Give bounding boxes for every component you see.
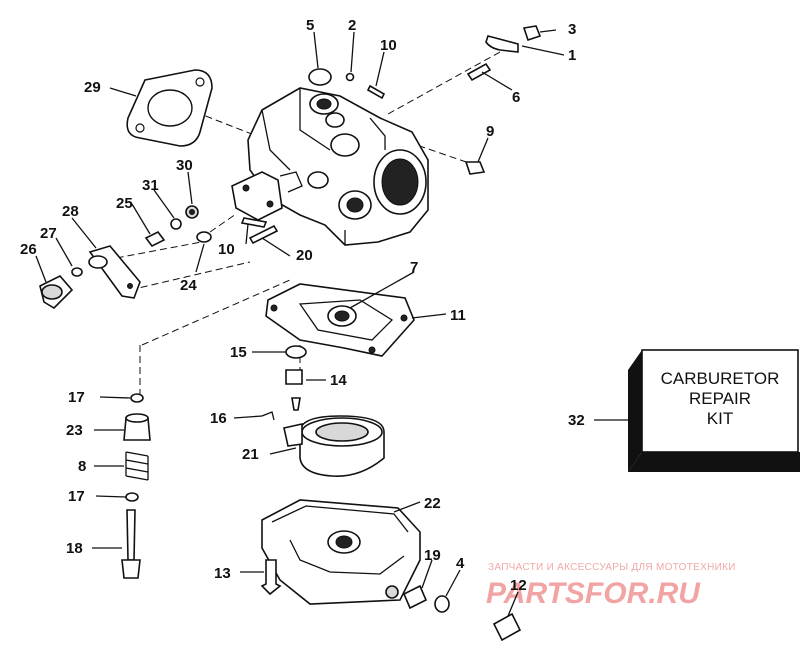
kit-title-line-1: CARBURETOR bbox=[661, 369, 780, 388]
callout-2: 2 bbox=[348, 17, 356, 34]
callout-31: 31 bbox=[142, 177, 159, 194]
callout-28: 28 bbox=[62, 203, 79, 220]
throttle-plate-part bbox=[231, 171, 303, 221]
bowl-gasket-part-11 bbox=[265, 283, 415, 357]
callout-10-lower: 10 bbox=[218, 241, 235, 258]
screw-part-20 bbox=[248, 224, 279, 245]
kit-title-line-3: KIT bbox=[707, 409, 733, 428]
float-part-21 bbox=[283, 415, 385, 477]
watermark: ЗАПЧАСТИ И АКСЕССУАРЫ ДЛЯ МОТОТЕХНИКИ PA… bbox=[486, 562, 736, 610]
adjust-needle-part-18 bbox=[121, 509, 141, 579]
bracket-part-1 bbox=[485, 35, 519, 53]
callout-29: 29 bbox=[84, 79, 101, 96]
callout-7: 7 bbox=[410, 259, 418, 276]
callout-8: 8 bbox=[78, 458, 86, 475]
screw-part-19 bbox=[402, 584, 428, 610]
knob-part-26 bbox=[39, 275, 74, 310]
packing-nut-part-23 bbox=[123, 413, 151, 441]
washer-part-17-top bbox=[130, 393, 144, 403]
callout-27: 27 bbox=[40, 225, 57, 242]
callout-20: 20 bbox=[296, 247, 313, 264]
callout-19: 19 bbox=[424, 547, 441, 564]
callout-11: 11 bbox=[450, 307, 466, 324]
callout-32: 32 bbox=[568, 412, 585, 429]
leader-lines bbox=[35, 29, 628, 617]
ball-part-2 bbox=[345, 72, 355, 82]
spring-part-30 bbox=[185, 205, 199, 219]
callout-22: 22 bbox=[424, 495, 441, 512]
callout-15: 15 bbox=[230, 344, 247, 361]
lever-part-28 bbox=[88, 245, 141, 299]
callout-12: 12 bbox=[510, 577, 527, 594]
drain-screw-part-12 bbox=[492, 612, 522, 642]
clip-part-16 bbox=[261, 411, 275, 421]
callout-18: 18 bbox=[66, 540, 83, 557]
callout-26: 26 bbox=[20, 241, 37, 258]
washer-part-17-bottom bbox=[125, 492, 139, 502]
callout-13: 13 bbox=[214, 565, 231, 582]
plug-part-5 bbox=[308, 68, 332, 86]
pin-part-10-top bbox=[366, 84, 386, 100]
pin-part-6 bbox=[466, 62, 492, 82]
washer-part-24 bbox=[196, 231, 212, 243]
float-bowl-part-22 bbox=[261, 499, 421, 605]
callout-1: 1 bbox=[568, 47, 576, 64]
callout-30: 30 bbox=[176, 157, 193, 174]
callout-24: 24 bbox=[180, 277, 197, 294]
callout-21: 21 bbox=[242, 446, 259, 463]
screw-part-13 bbox=[260, 559, 282, 596]
washer-part-4 bbox=[434, 595, 450, 613]
carburetor-body bbox=[247, 87, 429, 246]
washer-part-31 bbox=[170, 218, 182, 230]
spring-part-8 bbox=[125, 451, 149, 481]
callout-16: 16 bbox=[210, 410, 227, 427]
seal-part-15 bbox=[285, 345, 307, 359]
callout-14: 14 bbox=[330, 372, 347, 389]
callout-9: 9 bbox=[486, 123, 494, 140]
callout-25: 25 bbox=[116, 195, 133, 212]
screw-part-9 bbox=[464, 161, 486, 175]
callout-3: 3 bbox=[568, 21, 576, 38]
pin-part-10-lower bbox=[240, 217, 268, 228]
watermark-tagline: ЗАПЧАСТИ И АКСЕССУАРЫ ДЛЯ МОТОТЕХНИКИ bbox=[488, 562, 736, 573]
callout-4: 4 bbox=[456, 555, 465, 572]
screw-part-3 bbox=[522, 25, 542, 42]
callout-23: 23 bbox=[66, 422, 83, 439]
callout-labels: 1 2 3 4 5 6 7 8 9 10 10 11 12 13 14 15 1… bbox=[20, 17, 585, 594]
callout-6: 6 bbox=[512, 89, 520, 106]
repair-kit-box: CARBURETOR REPAIR KIT bbox=[628, 349, 800, 472]
callout-17-top: 17 bbox=[68, 389, 85, 406]
needle-valve-part-14 bbox=[285, 369, 303, 411]
flange-gasket-part bbox=[126, 69, 213, 147]
watermark-brand: PARTSFOR.RU bbox=[486, 577, 701, 610]
callout-17-bottom: 17 bbox=[68, 488, 85, 505]
ring-part-27 bbox=[71, 267, 83, 277]
callout-5: 5 bbox=[306, 17, 314, 34]
callout-10-top: 10 bbox=[380, 37, 397, 54]
screw-part-25 bbox=[144, 230, 166, 248]
kit-title-line-2: REPAIR bbox=[689, 389, 751, 408]
